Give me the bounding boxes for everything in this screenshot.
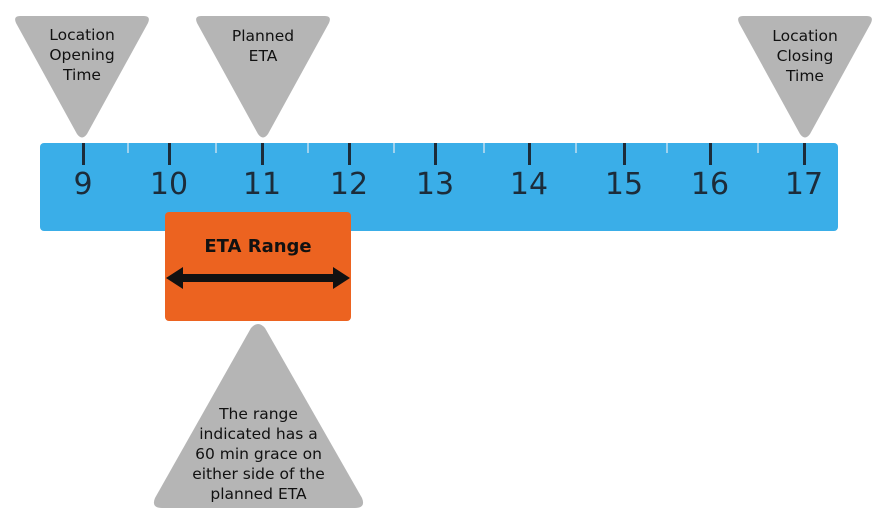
up-triangle-shape [153,324,364,508]
closing-time-label: Location Closing Time [772,27,838,85]
tick-label-9: 9 [73,167,93,202]
planned-eta-callout: Planned ETA [193,14,333,140]
minor-tick [666,143,668,153]
major-tick-17 [802,143,806,165]
down-triangle-shape [196,16,330,138]
major-tick-12 [347,143,351,165]
double-arrow-icon [166,267,350,289]
major-tick-16 [708,143,712,165]
minor-tick [215,143,217,153]
timeline-ruler: 9 10 11 12 13 14 15 16 17 [40,143,838,231]
minor-tick [757,143,759,153]
tick-label-13: 13 [415,167,455,202]
opening-time-callout: Location Opening Time [12,14,152,140]
grace-period-callout: The range indicated has a 60 min grace o… [152,322,365,510]
tick-label-16: 16 [690,167,730,202]
closing-time-callout: Location Closing Time [735,14,875,140]
major-tick-15 [622,143,626,165]
grace-period-label: The range indicated has a 60 min grace o… [192,405,325,503]
minor-tick [483,143,485,153]
tick-label-11: 11 [242,167,282,202]
opening-time-label: Location Opening Time [49,26,115,84]
eta-range-box: ETA Range [165,212,351,321]
major-tick-13 [433,143,437,165]
tick-label-10: 10 [149,167,189,202]
tick-label-17: 17 [784,167,824,202]
planned-eta-label: Planned ETA [231,27,295,65]
major-tick-14 [527,143,531,165]
down-triangle-shape [738,16,872,138]
tick-label-15: 15 [604,167,644,202]
major-tick-9 [81,143,85,165]
minor-tick [307,143,309,153]
major-tick-10 [167,143,171,165]
tick-label-12: 12 [329,167,369,202]
tick-label-14: 14 [509,167,549,202]
major-tick-11 [260,143,264,165]
eta-range-title: ETA Range [204,236,312,257]
down-triangle-shape [15,16,149,138]
minor-tick [575,143,577,153]
minor-tick [393,143,395,153]
minor-tick [127,143,129,153]
